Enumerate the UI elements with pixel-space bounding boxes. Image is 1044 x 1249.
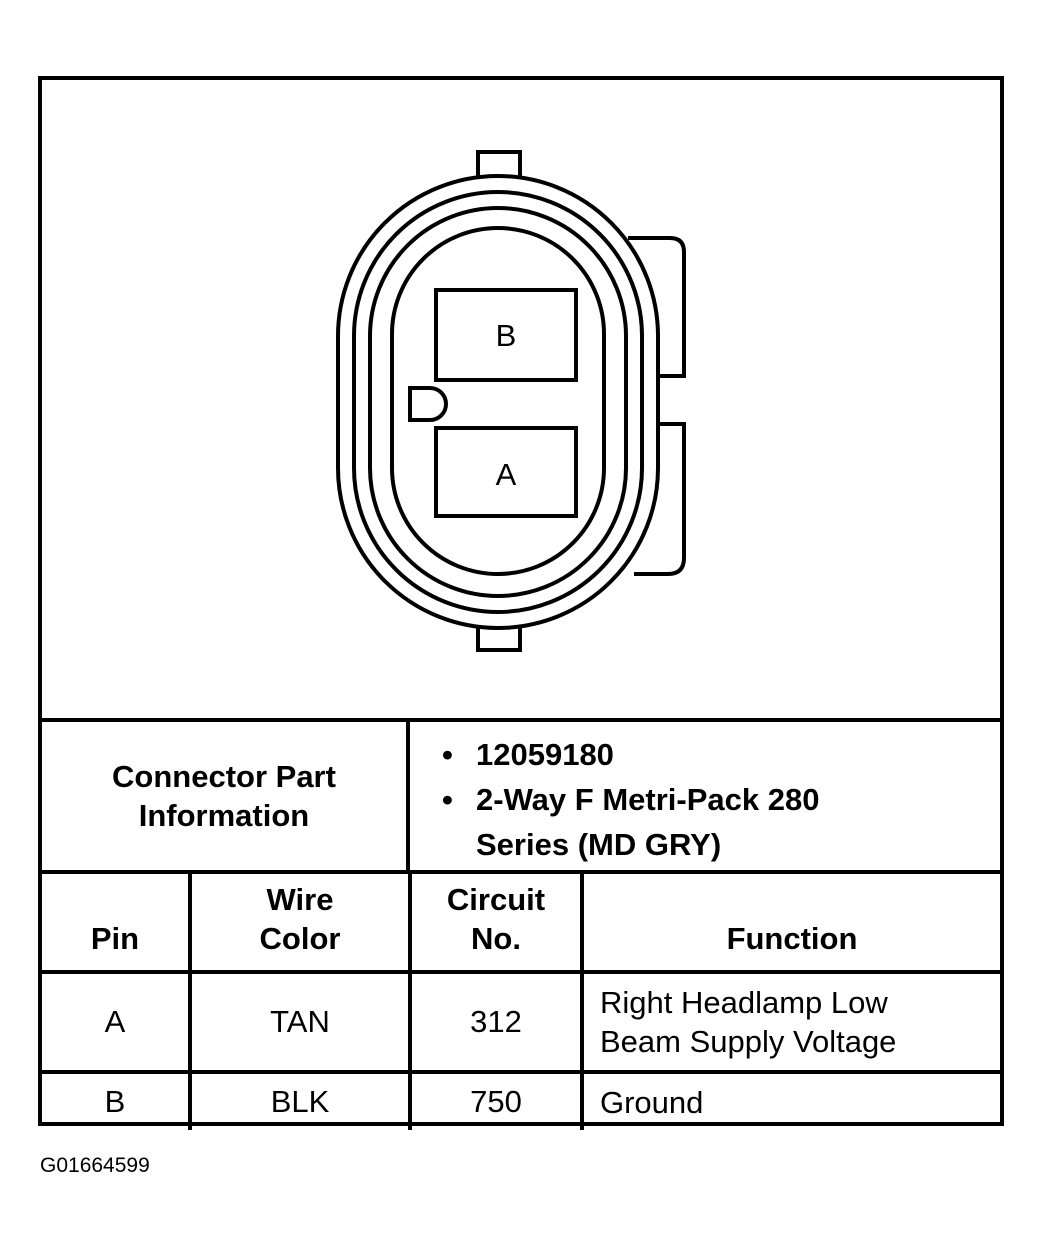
connector-face-svg: B A xyxy=(336,150,686,652)
connector-face-drawing: B A xyxy=(42,80,1000,718)
header-function: Function xyxy=(580,870,1000,974)
connector-type-item: • 2-Way F Metri-Pack 280 Series (MD GRY) xyxy=(442,777,896,867)
pin-table-header: Pin Wire Color Circuit No. Function xyxy=(42,870,1000,974)
header-wire-color: Wire Color xyxy=(188,870,412,974)
header-pin: Pin xyxy=(42,870,192,974)
connector-type: 2-Way F Metri-Pack 280 Series (MD GRY) xyxy=(476,782,820,862)
bullet: • xyxy=(442,782,453,817)
shell-ring-1 xyxy=(352,190,644,614)
table-row: A TAN 312 Right Headlamp Low Beam Supply… xyxy=(42,970,1000,1074)
function-cell: Right Headlamp Low Beam Supply Voltage xyxy=(580,970,1000,1074)
figure-id: G01664599 xyxy=(40,1154,150,1177)
cavity-b-label: B xyxy=(496,318,517,353)
pin-cell: A xyxy=(42,970,192,1074)
cavity-a-label: A xyxy=(496,457,517,492)
connector-part-info-label: Connector Part Information xyxy=(42,722,410,870)
wire-color-cell: TAN xyxy=(188,970,412,1074)
table-row: B BLK 750 Ground xyxy=(42,1070,1000,1130)
function-cell: Ground xyxy=(580,1070,1000,1130)
circuit-no-cell: 750 xyxy=(408,1070,584,1130)
bullet: • xyxy=(442,737,453,772)
circuit-no-cell: 312 xyxy=(408,970,584,1074)
connector-part-info-row: Connector Part Information • 12059180 • … xyxy=(42,718,1000,870)
cavity-a xyxy=(434,426,578,518)
shell-ring-2 xyxy=(368,206,628,598)
pin-table: Pin Wire Color Circuit No. Function A TA… xyxy=(42,870,1000,1130)
part-number: 12059180 xyxy=(476,737,614,772)
part-number-item: • 12059180 xyxy=(442,732,896,777)
connector-part-info-list: • 12059180 • 2-Way F Metri-Pack 280 Seri… xyxy=(410,722,1000,870)
pin-cell: B xyxy=(42,1070,192,1130)
polarizing-key xyxy=(408,386,448,422)
cavity-b xyxy=(434,288,578,382)
inner-wall xyxy=(390,226,606,576)
header-circuit-no: Circuit No. xyxy=(408,870,584,974)
side-latch xyxy=(628,236,686,576)
connector-diagram-frame: B A Connector Part Information • 1205918… xyxy=(38,76,1004,1130)
wire-color-cell: BLK xyxy=(188,1070,412,1130)
